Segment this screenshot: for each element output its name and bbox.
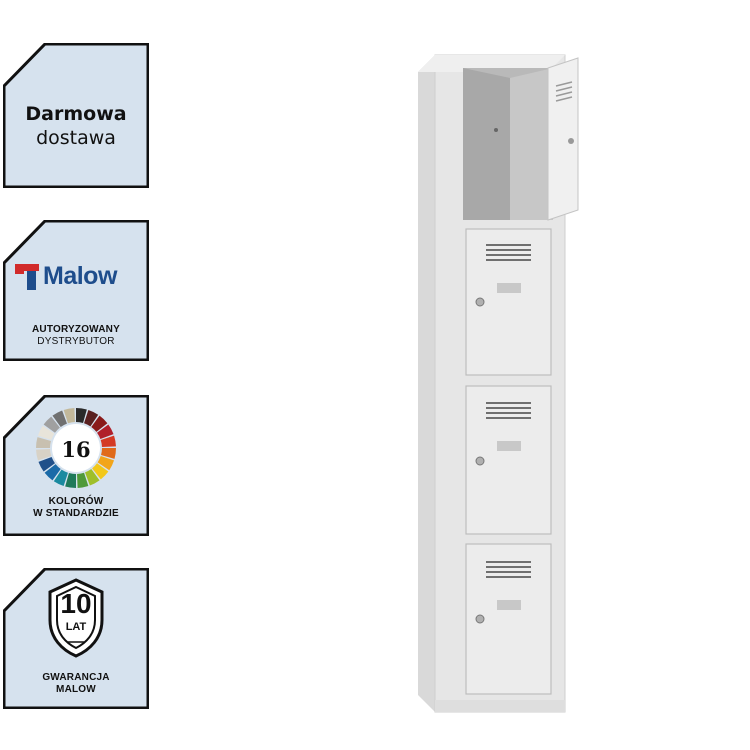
color-swatch — [92, 463, 109, 480]
free-delivery-badge: Darmowa dostawa — [3, 43, 149, 188]
color-swatch — [36, 449, 52, 461]
color-swatch — [97, 424, 114, 439]
locker-side-panel — [418, 55, 435, 712]
distributor-line1: AUTORYZOWANY — [32, 324, 120, 335]
color-swatch — [37, 425, 55, 440]
color-swatch — [76, 408, 87, 423]
badge-frame — [3, 43, 149, 188]
color-swatch — [101, 448, 116, 459]
color-swatch — [44, 464, 61, 481]
color-swatch — [53, 469, 68, 487]
colors-count: 16 — [61, 437, 91, 462]
colors-line1: KOLORÓW — [48, 496, 104, 507]
delivery-line1: Darmowa — [25, 103, 127, 125]
colors-line2: W STANDARDZIE — [33, 508, 119, 519]
warranty-unit: LAT — [65, 621, 87, 633]
brand-name: Malow — [43, 262, 117, 290]
malow-logo-icon — [15, 264, 39, 290]
authorized-distributor-badge: Malow AUTORYZOWANY DYSTRYBUTOR — [3, 220, 149, 361]
color-swatch — [97, 456, 115, 471]
warranty-years: 10 — [60, 588, 92, 619]
color-swatch — [52, 410, 67, 427]
color-swatch — [85, 469, 100, 486]
color-swatch — [63, 408, 75, 424]
badge-frame — [3, 220, 149, 361]
color-swatch — [84, 409, 99, 427]
warranty-line2: MALOW — [56, 684, 96, 695]
locker-top — [418, 55, 565, 72]
color-swatch — [77, 472, 89, 488]
color-wheel-icon — [36, 408, 116, 488]
color-swatch — [43, 416, 60, 433]
locker-door-2 — [465, 228, 552, 376]
distributor-line2: DYSTRYBUTOR — [37, 336, 115, 347]
color-swatch — [36, 437, 51, 448]
color-swatch — [65, 473, 76, 488]
locker-door-4 — [465, 543, 552, 695]
shield-icon — [48, 578, 104, 658]
color-swatch — [91, 415, 108, 432]
warranty-badge: 10 LAT GWARANCJA MALOW — [3, 568, 149, 709]
standard-colors-badge: 16 KOLORÓW W STANDARDZIE — [3, 395, 149, 536]
open-door — [547, 57, 579, 221]
color-swatch — [38, 457, 55, 472]
color-swatch — [100, 435, 116, 447]
delivery-line2: dostawa — [36, 127, 116, 149]
wheel-center — [52, 424, 100, 472]
warranty-line1: GWARANCJA — [42, 672, 110, 683]
locker-door-3 — [465, 385, 552, 535]
